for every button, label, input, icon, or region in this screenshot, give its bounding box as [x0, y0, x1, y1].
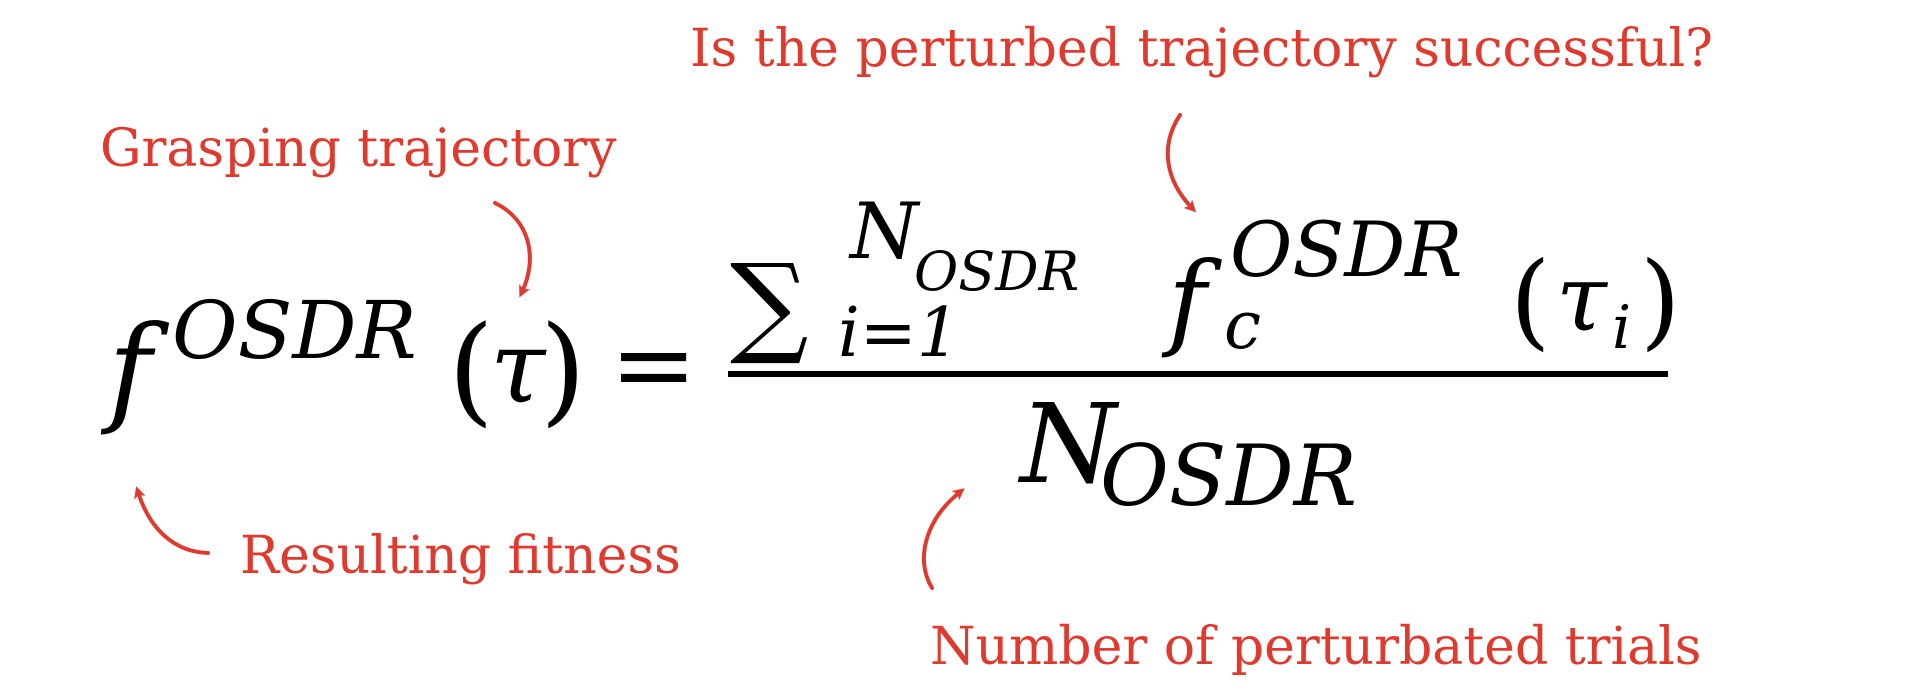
fc-close-paren: ): [1640, 239, 1681, 361]
arrow-to-fitness: [134, 486, 210, 555]
lhs-close-paren: ): [540, 300, 586, 438]
annotation-grasping-trajectory: Grasping trajectory: [100, 119, 617, 179]
sum-upper-n: N: [848, 187, 921, 277]
fc-subscript: c: [1224, 287, 1261, 364]
lhs-superscript: OSDR: [172, 284, 417, 377]
annotation-resulting-fitness: Resulting fitness: [240, 526, 681, 586]
fc-superscript: OSDR: [1230, 205, 1463, 294]
denominator-n: N: [1017, 380, 1120, 508]
fc-tau-subscript: i: [1612, 293, 1631, 363]
annotation-num-trials: Number of perturbated trials: [930, 617, 1701, 677]
fc-f: f: [1161, 239, 1222, 361]
arrow-to-trajectory: [493, 201, 532, 298]
lhs-open-paren: (: [448, 300, 494, 438]
denominator-subscript: OSDR: [1100, 427, 1357, 525]
fraction-bar: [728, 371, 1668, 377]
arrow-to-success-indicator: [1165, 113, 1197, 213]
sum-upper-subscript: OSDR: [914, 240, 1079, 303]
lhs-f: f: [100, 300, 170, 438]
sum-symbol: ∑: [730, 240, 809, 368]
equals-sign: =: [610, 303, 697, 425]
fc-open-paren: (: [1510, 239, 1551, 361]
annotation-trajectory-success: Is the perturbed trajectory successful?: [690, 19, 1713, 79]
lhs-tau: τ: [490, 309, 547, 426]
arrow-to-num-trials: [922, 488, 965, 590]
sum-lower-limit: i=1: [838, 294, 960, 373]
fc-tau: τ: [1556, 245, 1609, 352]
